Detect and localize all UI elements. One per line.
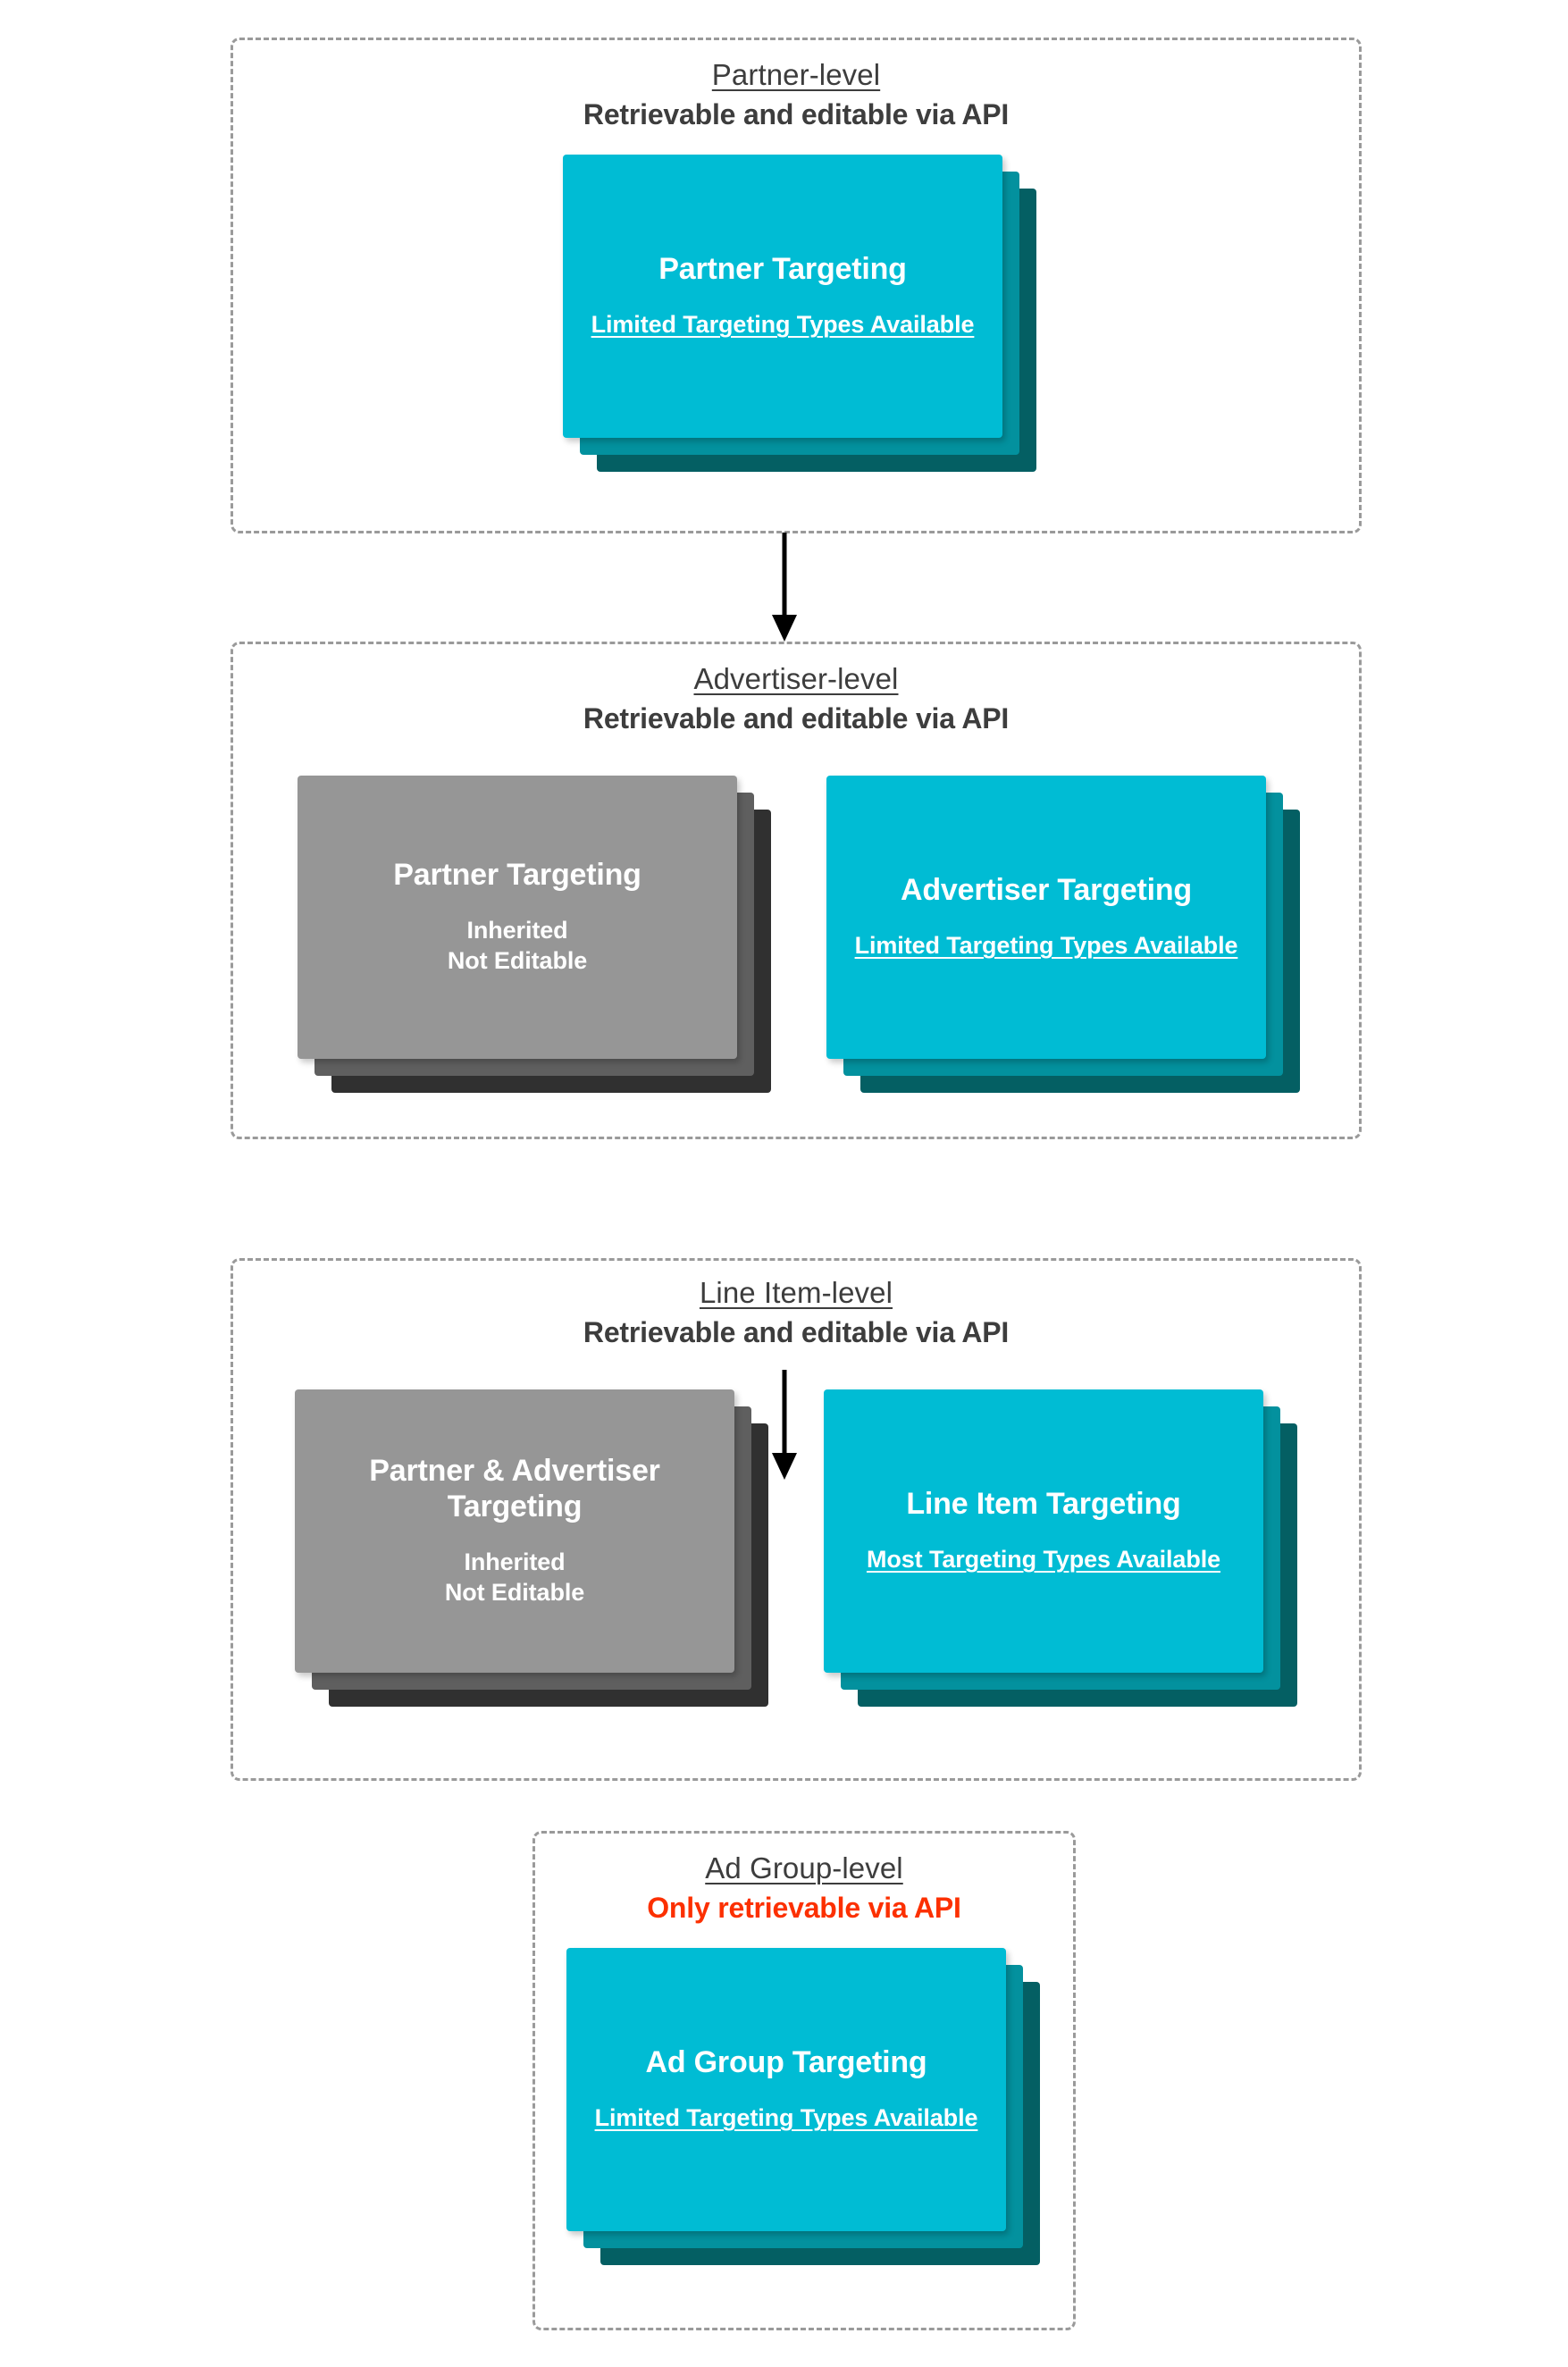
card-subtitle: Most Targeting Types Available bbox=[866, 1546, 1221, 1574]
card-stack-advertiser-targeting[interactable]: Advertiser Targeting Limited Targeting T… bbox=[826, 776, 1300, 1093]
card-layer-front[interactable]: Ad Group Targeting Limited Targeting Typ… bbox=[566, 1948, 1006, 2231]
card-title: Partner Targeting bbox=[658, 251, 907, 286]
card-subtitle: Limited Targeting Types Available bbox=[591, 311, 975, 339]
connector-partner-to-advertiser bbox=[767, 533, 802, 643]
level-header-partner: Partner-level Retrievable and editable v… bbox=[233, 58, 1359, 132]
level-panel-ad-group: Ad Group-level Only retrievable via API … bbox=[532, 1831, 1076, 2330]
card-layer-front[interactable]: Partner Targeting Limited Targeting Type… bbox=[563, 155, 1002, 438]
card-subtitle: Limited Targeting Types Available bbox=[594, 2104, 978, 2132]
card-stack-ad-group-targeting[interactable]: Ad Group Targeting Limited Targeting Typ… bbox=[566, 1948, 1040, 2265]
level-header-line-item-text: Line Item-level Retrievable and editable… bbox=[231, 1276, 1362, 1350]
card-subtitle: Limited Targeting Types Available bbox=[854, 932, 1238, 960]
card-layer-front[interactable]: Partner Targeting Inherited Not Editable bbox=[298, 776, 737, 1059]
level-status-partner: Retrievable and editable via API bbox=[583, 97, 1010, 130]
card-subtitle: Inherited Not Editable bbox=[447, 917, 588, 975]
level-panel-line-item-box bbox=[231, 1258, 1362, 1781]
card-layer-front[interactable]: Advertiser Targeting Limited Targeting T… bbox=[826, 776, 1266, 1059]
card-title: Line Item Targeting bbox=[906, 1486, 1181, 1521]
card-stack-advertiser-inherited[interactable]: Partner Targeting Inherited Not Editable bbox=[298, 776, 771, 1093]
card-stack-partner-targeting[interactable]: Partner Targeting Limited Targeting Type… bbox=[563, 155, 1036, 472]
level-status-ad-group: Only retrievable via API bbox=[647, 1891, 961, 1924]
card-title: Advertiser Targeting bbox=[900, 872, 1192, 907]
card-stack-line-item-inherited[interactable]: Partner & Advertiser Targeting Inherited… bbox=[295, 1389, 768, 1707]
level-header-advertiser: Advertiser-level Retrievable and editabl… bbox=[233, 662, 1359, 736]
level-name-line-item-2: Line Item-level bbox=[699, 1276, 893, 1309]
card-layer-front[interactable]: Partner & Advertiser Targeting Inherited… bbox=[295, 1389, 734, 1673]
card-title: Partner Targeting bbox=[393, 858, 641, 893]
level-name-partner: Partner-level bbox=[711, 58, 881, 91]
level-status-line-item-2: Retrievable and editable via API bbox=[583, 1315, 1010, 1348]
card-title: Ad Group Targeting bbox=[645, 2044, 927, 2079]
level-header-ad-group: Ad Group-level Only retrievable via API bbox=[535, 1851, 1073, 1926]
level-panel-advertiser: Advertiser-level Retrievable and editabl… bbox=[231, 642, 1362, 1139]
level-status-advertiser: Retrievable and editable via API bbox=[583, 701, 1010, 734]
level-name-ad-group: Ad Group-level bbox=[705, 1851, 903, 1884]
card-stack-line-item-targeting[interactable]: Line Item Targeting Most Targeting Types… bbox=[824, 1389, 1297, 1707]
level-name-advertiser: Advertiser-level bbox=[693, 662, 899, 695]
card-title: Partner & Advertiser Targeting bbox=[369, 1454, 660, 1523]
card-subtitle: Inherited Not Editable bbox=[444, 1549, 585, 1606]
connector-advertiser-to-line-item bbox=[767, 1370, 802, 1481]
level-panel-partner: Partner-level Retrievable and editable v… bbox=[231, 38, 1362, 533]
card-layer-front[interactable]: Line Item Targeting Most Targeting Types… bbox=[824, 1389, 1263, 1673]
